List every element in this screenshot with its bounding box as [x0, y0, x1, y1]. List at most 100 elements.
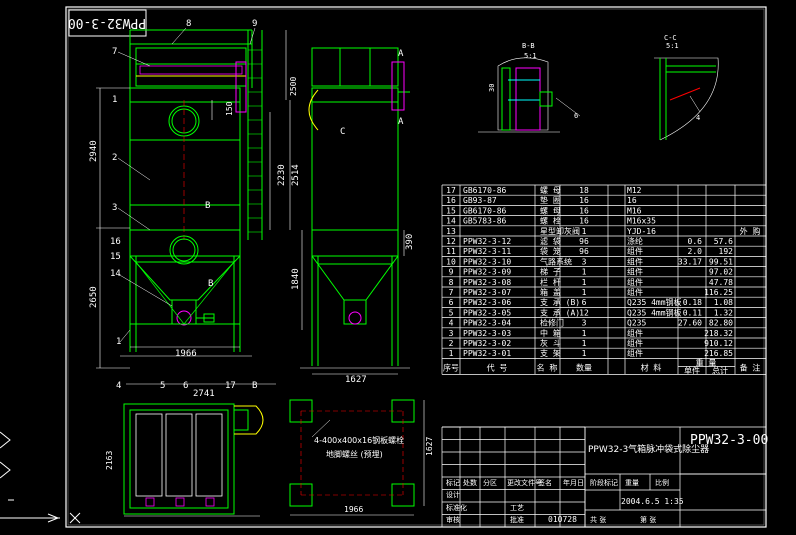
bom-cell-total-weight: 192: [719, 247, 734, 256]
foundation-note-2: 地脚螺丝 (预埋): [326, 449, 383, 459]
bom-cell-material: 组件: [627, 348, 643, 358]
bom-cell-no: 10: [446, 257, 456, 266]
bom-cell-code: GB5783-86: [463, 217, 507, 226]
bom-cell-total-weight: 1.08: [714, 298, 733, 307]
callout: 14: [110, 269, 121, 279]
bom-cell-code: PPW32-3-03: [463, 329, 511, 338]
bom-cell-qty: 18: [579, 186, 589, 195]
title-block-label: 分区: [483, 478, 497, 487]
bom-cell-qty: 1: [582, 339, 587, 348]
bom-cell-no: 14: [446, 217, 456, 226]
dim-text: 2230: [277, 164, 287, 186]
callout: A: [398, 117, 404, 127]
bom-cell-qty: 96: [579, 247, 589, 256]
bom-header-total: 总计: [712, 365, 728, 375]
bom-cell-no: 12: [446, 237, 456, 246]
callout: 9: [252, 19, 257, 29]
bom-cell-unit-weight: 27.60: [678, 319, 702, 328]
bom-cell-total-weight: 218.32: [704, 329, 733, 338]
section-cc-scale: 5:1: [666, 42, 679, 50]
bom-cell-material: 涤纶: [627, 236, 643, 246]
front-view-dim-text: 2940 2650 1966 2741 150 2500 2230 2514: [89, 77, 301, 399]
bom-cell-name: 栏 杆: [540, 277, 561, 287]
bom-cell-qty: 12: [579, 308, 589, 317]
bom-cell-material: M16x35: [627, 217, 656, 226]
bom-cell-code: GB6170-86: [463, 186, 507, 195]
dim-text: 4: [696, 114, 700, 122]
dim-text: 1627: [345, 375, 367, 385]
bom-cell-material: 16: [627, 196, 637, 205]
bom-cell-no: 2: [449, 339, 454, 348]
bom-cell-qty: 3: [582, 257, 587, 266]
dim-text: 2500: [289, 77, 298, 96]
bom-cell-name: 星型卸灰阀: [540, 226, 580, 236]
title-block-label: 签名: [538, 478, 552, 487]
dim-text: 1966: [175, 349, 197, 359]
callout: 6: [183, 381, 188, 391]
title-block-label: 设计: [446, 490, 460, 499]
bom-header-material: 材 料: [641, 362, 662, 372]
bom-cell-name: 支 承 (B): [540, 297, 580, 307]
bom-header-unit: 单件: [684, 365, 700, 375]
bom-cell-material: 组件: [627, 267, 643, 277]
title-block-label: 更改文件号: [507, 478, 542, 487]
bom-header-no: 序号: [443, 362, 459, 372]
foundation-notes: 4-400x400x16钢板螺栓 地脚螺丝 (预埋) 1966 1627: [314, 435, 434, 514]
bom-cell-code: PPW32-3-06: [463, 298, 511, 307]
dim-text: 1840: [291, 268, 301, 290]
bom-cell-name: 支 架: [540, 348, 561, 358]
plan-view: [123, 403, 264, 517]
title-block-label: 比例: [655, 478, 669, 487]
callout: 5: [160, 381, 165, 391]
bom-cell-qty: 1: [582, 268, 587, 277]
dim-text: 6: [574, 112, 578, 120]
callout: 1: [112, 95, 117, 105]
bom-cell-total-weight: 47.78: [709, 278, 733, 287]
bom-header-weight: 重 量: [696, 357, 717, 367]
title-block-label: 年月日: [563, 478, 584, 487]
section-bb-title: B-B: [522, 42, 535, 50]
bom-cell-code: PPW32-3-05: [463, 308, 511, 317]
bom-cell-name: 袋 笼: [540, 246, 561, 256]
bom-cell-unit-weight: 0.11: [683, 308, 702, 317]
dim-text: 2514: [291, 164, 301, 186]
callout: 4: [116, 381, 121, 391]
bom-cell-qty: 1: [582, 349, 587, 358]
bom-cell-name: 气路系统: [540, 256, 572, 266]
bom-cell-name: 螺 母: [540, 205, 561, 215]
bom-cell-qty: 96: [579, 237, 589, 246]
bom-cell-code: PPW32-3-12: [463, 237, 511, 246]
dim-text: 150: [225, 101, 234, 116]
bom-cell-no: 6: [449, 298, 454, 307]
bom-cell-qty: 16: [579, 196, 589, 205]
bom-cell-total-weight: 82.80: [709, 319, 733, 328]
bom-cell-material: 组件: [627, 287, 643, 297]
bom-cell-no: 17: [446, 186, 456, 195]
bom-cell-name: 支 承 (A): [540, 307, 580, 317]
title-block-label: 工艺: [510, 504, 524, 512]
bom-cell-unit-weight: 2.0: [688, 247, 703, 256]
bom-cell-material: M16: [627, 206, 642, 215]
title-block-label: 共 张: [590, 515, 606, 524]
front-elevation-view: [120, 29, 263, 357]
side-elevation-view: [300, 47, 410, 369]
dim-text: 1627: [425, 437, 434, 456]
title-block-date-scale: 2004.6.5 1:35: [621, 497, 684, 506]
bom-cell-code: PPW32-3-02: [463, 339, 511, 348]
title-block-label: 标准化: [446, 503, 467, 512]
bom-cell-code: PPW32-3-09: [463, 268, 511, 277]
callout: 1: [116, 337, 121, 347]
bom-cell-name: 垫 圈: [540, 195, 561, 205]
bom-cell-name: 灰 斗: [540, 338, 561, 348]
section-bb-scale: 5:1: [524, 52, 537, 60]
bom-cell-code: PPW32-3-01: [463, 349, 511, 358]
bom-cell-no: 11: [446, 247, 456, 256]
bom-cell-material: Q235 4mm钢板: [627, 297, 682, 307]
bom-cell-no: 5: [449, 308, 454, 317]
callout: 16: [110, 237, 121, 247]
bom-cell-code: PPW32-3-07: [463, 288, 511, 297]
callout: 3: [112, 203, 117, 213]
bom-cell-material: 组件: [627, 277, 643, 287]
